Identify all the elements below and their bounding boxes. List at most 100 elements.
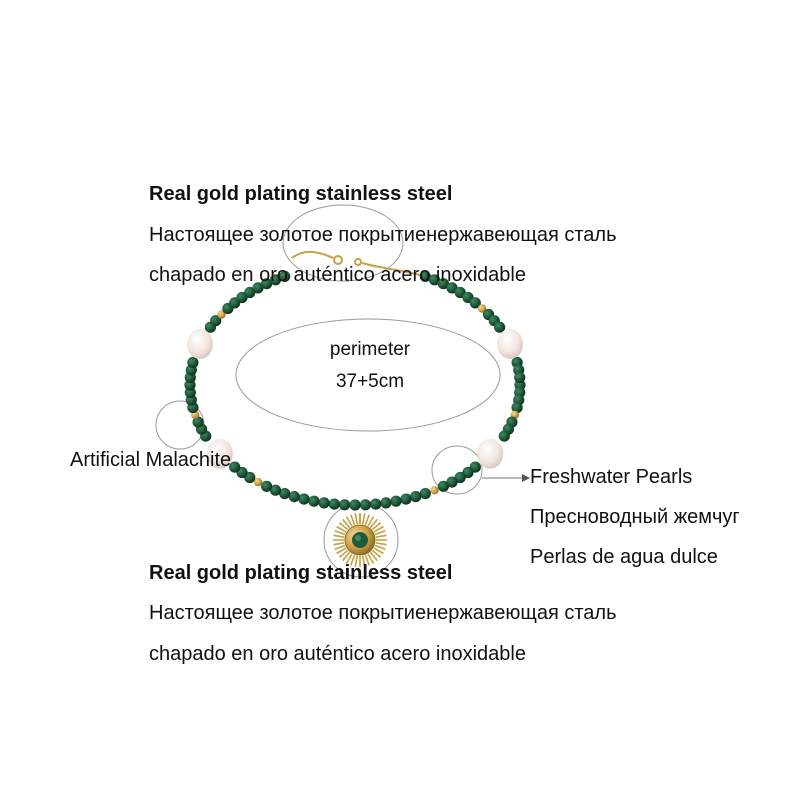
- malachite-bead: [349, 499, 361, 511]
- arrow-head-icon: [522, 474, 530, 482]
- pendant-ray: [345, 516, 353, 527]
- malachite-bead: [454, 471, 466, 484]
- malachite-bead: [269, 274, 282, 286]
- malachite-bead: [511, 401, 523, 414]
- gold-spacer-bead: [217, 310, 226, 319]
- freshwater-pearl: [497, 329, 523, 359]
- malachite-bead: [187, 356, 199, 369]
- pendant-ray: [374, 530, 386, 536]
- malachite-bead: [288, 491, 300, 503]
- malachite-bead: [410, 491, 422, 503]
- malachite-bead: [328, 498, 340, 510]
- pendant-ray: [336, 525, 347, 533]
- pendant-ray: [373, 547, 384, 555]
- clasp-callout-circle: [282, 204, 404, 282]
- malachite-bead: [446, 282, 458, 294]
- malachite-bead: [428, 274, 441, 286]
- malachite-bead: [446, 476, 458, 488]
- bottom-title-en: Real gold plating stainless steel: [149, 562, 453, 584]
- top-title-es: chapado en oro auténtico acero inoxidabl…: [149, 264, 526, 286]
- malachite-bead: [419, 270, 431, 282]
- perimeter-callout-ellipse: [235, 318, 501, 432]
- malachite-bead: [380, 497, 392, 509]
- pendant-ray: [354, 513, 358, 525]
- pendant-ray: [333, 534, 345, 538]
- gold-spacer-bead: [477, 304, 487, 313]
- pendant-ray: [350, 514, 356, 526]
- clasp-chain: [291, 251, 334, 259]
- pendant-ray: [338, 549, 349, 559]
- pendant-ray: [354, 555, 358, 567]
- pendant-ray: [369, 551, 379, 562]
- malachite-bead: [318, 497, 330, 509]
- top-title-ru: Настоящее золотое покрытиенержавеющая ст…: [149, 224, 617, 246]
- malachite-bead: [339, 499, 351, 511]
- sun-pendant: [333, 513, 387, 567]
- pendant-ray: [362, 555, 366, 567]
- perimeter-value: 37+5cm: [335, 371, 405, 392]
- top-title-en: Real gold plating stainless steel: [149, 183, 453, 205]
- clasp-ring: [354, 258, 362, 266]
- malachite-bead: [437, 278, 449, 290]
- malachite-bead: [498, 430, 510, 442]
- pendant-ray: [367, 516, 375, 527]
- malachite-bead: [437, 480, 449, 492]
- malachite-bead: [400, 493, 412, 505]
- pearl-label-es: Perlas de agua dulce: [530, 546, 718, 568]
- bottom-title-ru: Настоящее золотое покрытиенержавеющая ст…: [149, 602, 617, 624]
- malachite-bead: [229, 461, 241, 473]
- malachite-bead: [279, 270, 291, 282]
- pendant-ray: [364, 554, 370, 566]
- freshwater-pearl: [477, 438, 504, 469]
- pendant-ray: [371, 549, 382, 559]
- pendant-ray: [362, 513, 366, 525]
- pearl-label-en: Freshwater Pearls: [530, 466, 693, 488]
- malachite-bead: [244, 286, 256, 299]
- gold-spacer-bead: [430, 486, 439, 495]
- malachite-label: Artificial Malachite: [70, 449, 232, 471]
- malachite-bead: [359, 499, 371, 511]
- pendant-ray: [375, 542, 387, 546]
- pendant-ray: [373, 525, 384, 533]
- malachite-bead: [308, 495, 320, 507]
- pendant-ray: [371, 521, 382, 531]
- freshwater-pearl: [187, 329, 213, 359]
- bead-strand: [184, 270, 526, 511]
- malachite-bead: [469, 297, 481, 309]
- pendant-ray: [333, 542, 345, 546]
- malachite-bead: [494, 321, 506, 333]
- malachite-bead: [419, 488, 431, 500]
- gold-spacer-bead: [253, 477, 263, 487]
- malachite-bead: [261, 480, 273, 492]
- malachite-bead: [210, 315, 222, 327]
- bottom-title-es: chapado en oro auténtico acero inoxidabl…: [149, 643, 526, 665]
- malachite-bead: [252, 282, 264, 294]
- malachite-bead: [298, 493, 310, 505]
- malachite-bead: [279, 488, 291, 500]
- pendant-ray: [369, 518, 379, 529]
- pendant-ray: [375, 534, 387, 538]
- malachite-bead: [370, 498, 382, 510]
- pendant-ray: [364, 514, 370, 526]
- pendant-ray: [341, 518, 351, 529]
- malachite-bead: [269, 484, 282, 496]
- pearl-label-ru: Пресноводный жемчуг: [530, 506, 740, 528]
- pendant-ray: [367, 553, 375, 564]
- pendant-ray: [334, 530, 346, 536]
- clasp-ring: [333, 255, 343, 265]
- malachite-bead: [390, 495, 402, 507]
- pendant-ray: [374, 544, 386, 550]
- freshwater-pearl: [206, 438, 233, 469]
- malachite-bead: [514, 371, 526, 384]
- pendant-ray: [338, 521, 349, 531]
- pearl-callout-circle: [431, 445, 483, 495]
- malachite-bead: [261, 278, 273, 290]
- pendant-ray: [350, 554, 356, 566]
- pendant-ray: [341, 551, 351, 562]
- malachite-bead: [192, 416, 204, 428]
- pendant-ray: [345, 553, 353, 564]
- clasp-chain: [361, 262, 421, 276]
- pendant-ray: [336, 547, 347, 555]
- perimeter-label: perimeter: [329, 339, 411, 360]
